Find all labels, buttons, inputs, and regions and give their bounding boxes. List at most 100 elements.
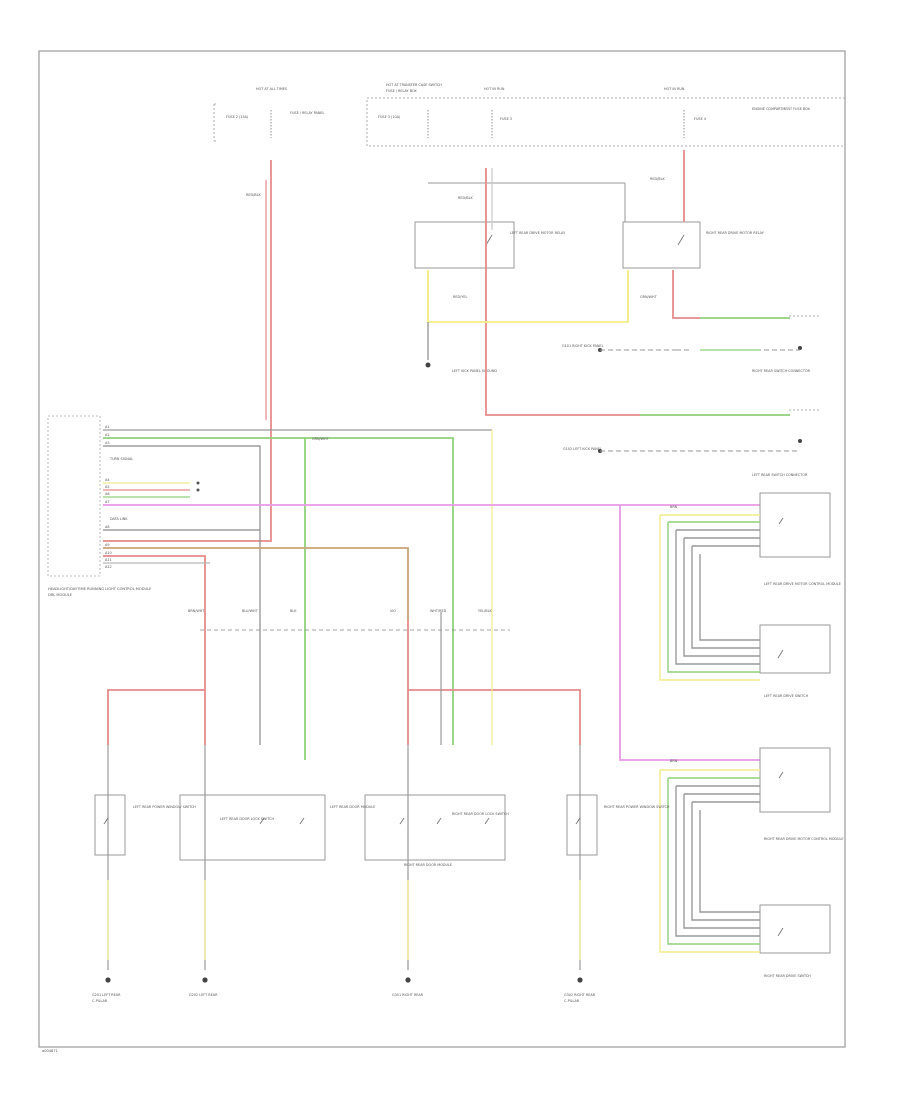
- lr-door-lock-label: LEFT REAR DOOR LOCK SWITCH: [220, 817, 275, 821]
- code-brn: BRN: [670, 505, 678, 509]
- lr-power-window-label: LEFT REAR POWER WINDOW SWITCH: [133, 805, 196, 809]
- ground-left-conn: [798, 439, 802, 443]
- right-relay-box: [622, 221, 701, 269]
- wire-green-h: [103, 437, 454, 745]
- ground-g202: [202, 977, 208, 983]
- relay-box-header-2: FUSE / RELAY BOX: [386, 89, 417, 93]
- right-relay-label: RIGHT REAR DRIVE MOTOR RELAY: [706, 231, 765, 235]
- module-short: DRL MODULE: [48, 593, 73, 597]
- code-red-blk-2: RED/BLK: [458, 196, 473, 200]
- module-pin-a2: A2: [105, 433, 109, 437]
- module-pin-a5: A5: [105, 485, 109, 489]
- fuse-right-label: FUSE 4: [694, 117, 706, 121]
- code-brn-wht: BRN/WHT: [188, 609, 205, 613]
- rr-switch-box: [759, 904, 831, 954]
- code-red-yel: RED/YEL: [453, 295, 467, 299]
- relay-fuse-label: FUSE 3 (10A): [378, 115, 401, 119]
- module-pin-a6: A6: [105, 492, 109, 496]
- code-blu-wht: BLU/WHT: [242, 609, 259, 613]
- ground-g302: [577, 977, 583, 983]
- g201-label: G201 LEFT REAR: [92, 993, 121, 997]
- right-conn-label: RIGHT REAR SWITCH CONNECTOR: [752, 369, 811, 373]
- lower-wiring: [107, 612, 581, 970]
- wires-top: [103, 150, 790, 761]
- wire-magenta: [103, 504, 760, 761]
- g202-label: G202 LEFT REAR: [189, 993, 218, 997]
- wire-red-right-feed: [672, 150, 700, 319]
- g102-label: G102 LEFT KICK PANEL: [563, 447, 602, 451]
- wire-brown: [103, 547, 409, 620]
- code-vio: VIO: [390, 609, 396, 613]
- rr-door-module-box: [364, 794, 506, 861]
- code-yel-blk: YEL/BLK: [478, 609, 492, 613]
- bottom-grounds: G201 LEFT REAR G202 LEFT REAR G301 RIGHT…: [92, 977, 596, 1003]
- g302-label: G302 RIGHT REAR: [564, 993, 596, 997]
- module-pin-a11: A11: [105, 558, 112, 562]
- left-kick-ground-label: LEFT KICK PANEL GROUND: [452, 369, 497, 373]
- fuse-left-label: FUSE 2 (15A): [226, 115, 249, 119]
- relay-box-header: HOT AT TRANSFER CASE SWITCH: [386, 83, 442, 87]
- left-relay-label: LEFT REAR DRIVE MOTOR RELAY: [510, 231, 566, 235]
- module-pin-a1: A1: [105, 425, 109, 429]
- module-pin-a9: A9: [105, 543, 109, 547]
- fuse-left-note: FUSE / RELAY PANEL: [290, 111, 325, 115]
- ground-right-conn: [798, 346, 802, 350]
- lr-module-label: LEFT REAR DRIVE MOTOR CONTROL MODULE: [764, 582, 841, 586]
- rr-power-window-label: RIGHT REAR POWER WINDOW SWITCH: [604, 805, 670, 809]
- fuse-left-header: HOT AT ALL TIMES: [256, 87, 287, 91]
- lr-switch-label: LEFT REAR DRIVE SWITCH: [764, 694, 809, 698]
- module-note-1: TURN SIGNAL: [109, 457, 133, 461]
- fuse-right-header: HOT IN RUN: [664, 87, 685, 91]
- rr-door-lock-label: RIGHT REAR DOOR LOCK SWITCH: [452, 812, 509, 816]
- g201-sub: C-PILLAR: [92, 999, 108, 1003]
- module-pin-a3: A3: [105, 441, 109, 445]
- right-modules: LEFT REAR DRIVE MOTOR CONTROL MODULE LEF…: [659, 492, 844, 978]
- figure-id: a004871: [42, 1049, 58, 1053]
- wire-yellow-relay: [427, 270, 629, 323]
- rr-switch-label: RIGHT REAR DRIVE SWITCH: [764, 974, 811, 978]
- left-conn-label: LEFT REAR SWITCH CONNECTOR: [752, 473, 808, 477]
- module-pin-a8: A8: [105, 525, 109, 529]
- diagram-border: [38, 50, 846, 1048]
- lr-module-box: [759, 492, 831, 558]
- lr-door-module-box: [179, 794, 326, 861]
- rr-module-box: [759, 747, 831, 813]
- bottom-components: LEFT REAR POWER WINDOW SWITCH LEFT REAR …: [94, 794, 670, 867]
- g301-label: G301 RIGHT REAR: [392, 993, 424, 997]
- g101-label: G101 RIGHT KICK PANEL: [562, 344, 604, 348]
- module-pin-a10: A10: [105, 551, 112, 555]
- ground-g201: [105, 977, 111, 983]
- rr-door-module-label: RIGHT REAR DOOR MODULE: [404, 863, 452, 867]
- g302-sub: C-PILLAR: [564, 999, 580, 1003]
- lr-switch-box: [759, 624, 831, 674]
- module-pin-a12: A12: [105, 565, 112, 569]
- lr-power-window-box: [94, 794, 126, 856]
- fuse-mid-header: HOT IN RUN: [484, 87, 505, 91]
- lr-door-module-label: LEFT REAR DOOR MODULE: [330, 805, 375, 809]
- module-pin-a7: A7: [105, 500, 109, 504]
- wire-red-left-feed: [103, 160, 272, 542]
- module-pin-a4: A4: [105, 478, 109, 482]
- module-name: HEADLIGHT/DAYTIME RUNNING LIGHT CONTROL …: [48, 587, 152, 591]
- relays: LEFT REAR DRIVE MOTOR RELAY RIGHT REAR D…: [414, 182, 820, 477]
- ground-left-kick: [425, 362, 431, 368]
- code-grn-wht-2: GRN/WHT: [312, 437, 330, 441]
- code-brn-2: BRN: [670, 759, 678, 763]
- code-red-blk-1: RED/BLK: [246, 193, 261, 197]
- code-grn-wht: GRN/WHT: [640, 295, 658, 299]
- top-fuse-area: HOT AT ALL TIMES FUSE 2 (15A) FUSE / REL…: [213, 83, 846, 147]
- wire-code-labels: RED/BLK RED/BLK RED/BLK RED/YEL GRN/WHT …: [188, 177, 678, 763]
- control-module: HEADLIGHT/DAYTIME RUNNING LIGHT CONTROL …: [47, 415, 200, 597]
- rr-module-label: RIGHT REAR DRIVE MOTOR CONTROL MODULE: [764, 837, 844, 841]
- fuse-mid-label: FUSE 3: [500, 117, 512, 121]
- wire-red-mid-feed: [485, 168, 640, 416]
- module-note-2: DATA LINK: [110, 517, 128, 521]
- left-relay-box: [414, 221, 515, 269]
- rr-power-window-box: [566, 794, 598, 856]
- code-red-blk-3: RED/BLK: [650, 177, 665, 181]
- relay-box-outline: [366, 97, 846, 147]
- code-wht-red: WHT/RED: [430, 609, 447, 613]
- code-blk: BLK: [290, 609, 297, 613]
- ground-g301: [405, 977, 411, 983]
